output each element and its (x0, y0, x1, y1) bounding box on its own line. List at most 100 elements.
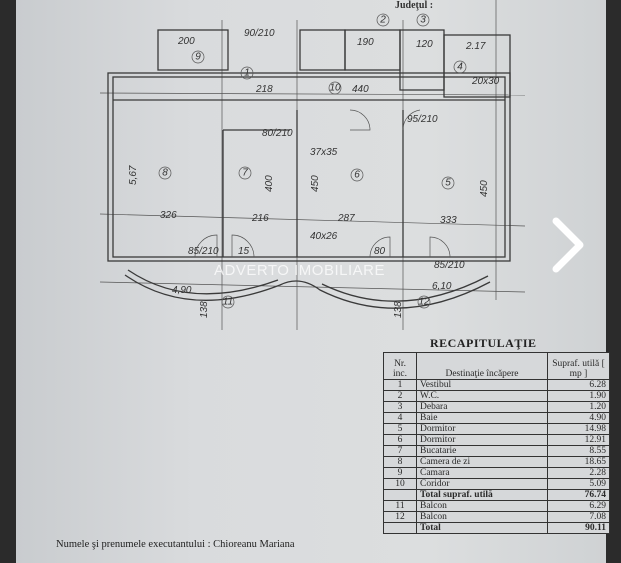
cell-area: 1.20 (547, 401, 610, 413)
cell-nr: 12 (383, 511, 417, 523)
cell-area: 14.98 (547, 423, 610, 435)
cell-name: Bucatarie (416, 445, 548, 457)
cell-name: Camara (416, 467, 548, 479)
next-image-button[interactable] (544, 213, 594, 277)
cell-area: 7.08 (547, 511, 610, 523)
cell-nr (383, 489, 417, 501)
cell-area: 1.90 (547, 390, 610, 402)
dimension: 80 (374, 246, 386, 257)
dimension: 218 (255, 84, 273, 95)
cell-area: 8.55 (547, 445, 610, 457)
dimension: 2.17 (465, 41, 486, 52)
dimension: 40x26 (310, 231, 338, 242)
dimension: 450 (479, 180, 490, 197)
dimension: 216 (251, 213, 269, 224)
cell-nr: 7 (383, 445, 417, 457)
room-number: 9 (195, 52, 201, 63)
cell-nr: 3 (383, 401, 417, 413)
room-number: 3 (420, 15, 426, 26)
room-number: 2 (379, 15, 386, 26)
cell-name: Baie (416, 412, 548, 424)
dimension: 333 (440, 215, 457, 226)
room-number: 10 (329, 83, 341, 94)
cell-name: Dormitor (416, 434, 548, 446)
chevron-right-icon (552, 217, 584, 273)
cell-area: 6.28 (547, 379, 610, 391)
cell-name: Balcon (416, 500, 548, 512)
cell-nr: 2 (383, 390, 417, 402)
dimension: 90/210 (244, 28, 275, 39)
cell-nr: 5 (383, 423, 417, 435)
room-number: 12 (418, 297, 430, 308)
listing-photo: Judeţul : 9 1 2 3 4 5 (16, 0, 606, 563)
cell-nr: 8 (383, 456, 417, 468)
cell-name: Coridor (416, 478, 548, 490)
header-nr: Nr. inc. (383, 352, 417, 380)
dimension: 85/210 (188, 246, 219, 257)
room-number: 11 (223, 297, 233, 308)
dimension: 20x30 (471, 76, 500, 87)
cell-area: 18.65 (547, 456, 610, 468)
cell-nr: 11 (383, 500, 417, 512)
cell-name: Vestibul (416, 379, 548, 391)
table-header: Nr. inc. Destinaţie încăpere Supraf. uti… (383, 352, 610, 380)
dimension: 120 (416, 39, 433, 50)
dimension: 85/210 (434, 260, 465, 271)
cell-area: 4.90 (547, 412, 610, 424)
cell-nr: 4 (383, 412, 417, 424)
dimension: 5,67 (128, 165, 139, 185)
dimension: 450 (310, 175, 321, 192)
dimension: 287 (337, 213, 355, 224)
cell-nr: 6 (383, 434, 417, 446)
dimension: 80/210 (262, 128, 293, 139)
cell-name: Total (416, 522, 548, 534)
executor-signature-line: Numele şi prenumele executantului : Chio… (56, 539, 295, 550)
room-number: 5 (445, 178, 451, 189)
cell-area: 5.09 (547, 478, 610, 490)
room-number: 8 (162, 168, 168, 179)
cell-name: Dormitor (416, 423, 548, 435)
cell-name: Debara (416, 401, 548, 413)
room-number: 1 (244, 68, 250, 79)
dimension: 95/210 (407, 114, 438, 125)
dimension: 190 (357, 37, 374, 48)
cell-name: Camera de zi (416, 456, 548, 468)
cell-area: 2.28 (547, 467, 610, 479)
dimension: 6,10 (432, 281, 452, 292)
room-number: 6 (354, 170, 360, 181)
plan-header: Judeţul : (395, 0, 433, 11)
cell-area: 90.11 (547, 522, 610, 534)
room-number: 4 (457, 62, 463, 73)
dimension: 440 (352, 84, 369, 95)
room-number: 7 (242, 168, 248, 179)
cell-name: W.C. (416, 390, 548, 402)
dimension: 138 (199, 301, 210, 318)
room-numbers: 9 1 2 3 4 5 6 7 8 10 11 12 (158, 13, 467, 309)
recap-table: Nr. inc. Destinaţie încăpere Supraf. uti… (383, 352, 610, 534)
cell-nr (383, 522, 417, 534)
dimension: 200 (177, 36, 195, 47)
cell-nr: 1 (383, 379, 417, 391)
dimension-labels: 326 216 287 333 5,67 400 450 450 218 440… (128, 28, 500, 318)
dimension: 400 (264, 175, 275, 192)
header-area: Supraf. utilă [ mp ] (547, 352, 610, 380)
dimension: 37x35 (310, 147, 338, 158)
watermark: ADVERTO IMOBILIARE (214, 262, 385, 279)
dimension: 4,90 (172, 285, 192, 296)
cell-name: Balcon (416, 511, 548, 523)
cell-nr: 10 (383, 478, 417, 490)
